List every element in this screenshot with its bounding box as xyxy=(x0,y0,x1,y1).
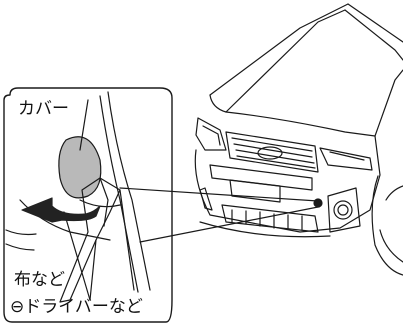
tow-hook-cover-location xyxy=(313,198,323,208)
tow-hook-cover xyxy=(58,136,102,199)
cover-label: カバー xyxy=(18,99,69,119)
callout-frame xyxy=(3,87,173,323)
screwdriver-label: ⊖ドライバーなど xyxy=(10,297,143,317)
fog-lamp-right xyxy=(333,200,353,220)
cloth-label: 布など xyxy=(14,270,65,290)
car-front-illustration xyxy=(194,3,403,276)
license-plate xyxy=(229,179,281,203)
flathead-screwdriver xyxy=(59,177,121,303)
callout-pointer-upper xyxy=(119,187,319,202)
callout-pointer-lower xyxy=(139,206,319,243)
pry-direction-arrow xyxy=(21,197,101,223)
upper-grille xyxy=(225,131,319,173)
emblem xyxy=(257,146,283,160)
